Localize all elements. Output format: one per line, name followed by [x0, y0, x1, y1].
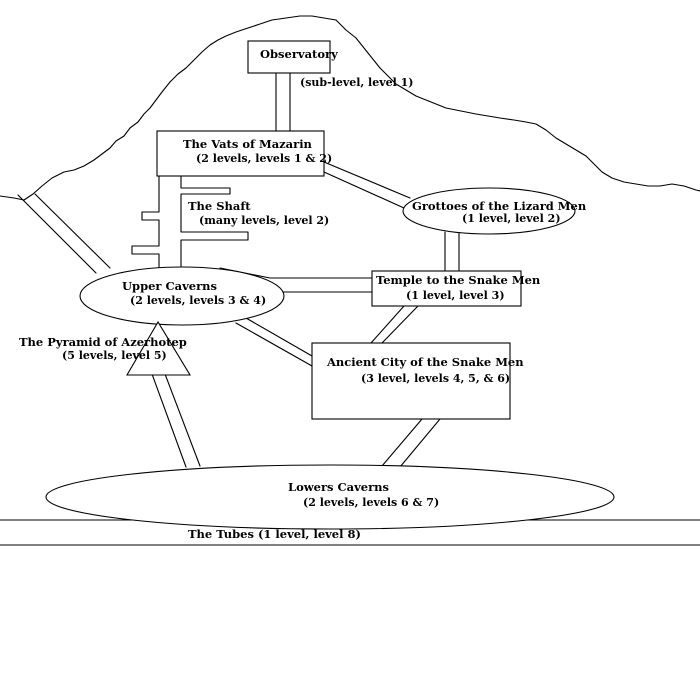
- passage-upper-city-b: [235, 322, 313, 367]
- passage-upper-city-a: [245, 317, 313, 357]
- shaft-detail: (many levels, level 2): [199, 214, 329, 227]
- shaft-outline-left: [131, 175, 160, 273]
- lower-caverns-detail: (2 levels, levels 6 & 7): [303, 496, 439, 509]
- ancient-city-title: Ancient City of the Snake Men: [326, 355, 524, 369]
- tubes-label: The Tubes (1 level, level 8): [188, 527, 361, 541]
- observatory-box: [247, 40, 331, 74]
- passage-upper-left-b: [34, 193, 111, 269]
- upper-caverns-ellipse: [79, 266, 285, 326]
- temple-detail: (1 level, level 3): [406, 289, 505, 302]
- temple-title: Temple to the Snake Men: [376, 273, 541, 287]
- pyramid-triangle: [126, 320, 191, 376]
- upper-caverns-detail: (2 levels, levels 3 & 4): [130, 294, 266, 307]
- passage-pyramid-lower-a: [151, 373, 187, 468]
- temple-box: [371, 270, 522, 307]
- vats-detail: (2 levels, levels 1 & 2): [196, 152, 332, 165]
- observatory-detail: (sub-level, level 1): [300, 76, 414, 89]
- passage-pyramid-lower-b: [164, 373, 201, 467]
- observatory-title: Observatory: [260, 47, 338, 61]
- passage-upper-left-a: [17, 194, 97, 274]
- lower-caverns-title: Lowers Caverns: [288, 480, 389, 494]
- ancient-city-box: [311, 342, 511, 420]
- mountain-outline-right: [335, 19, 700, 192]
- passage-temple-city-a: [370, 305, 405, 344]
- vats-box: [156, 130, 325, 177]
- passage-city-lower-a: [381, 418, 423, 467]
- passage-temple-city-b: [381, 305, 419, 344]
- ancient-city-detail: (3 level, levels 4, 5, & 6): [361, 372, 510, 385]
- shaft-outline-right: [180, 175, 249, 269]
- pyramid-title: The Pyramid of Azerhotep: [19, 335, 187, 349]
- upper-caverns-title: Upper Caverns: [122, 279, 217, 293]
- passage-city-lower-b: [399, 418, 441, 468]
- shaft-title: The Shaft: [188, 199, 251, 213]
- grottoes-title: Grottoes of the Lizard Men: [412, 199, 587, 213]
- passage-vats-grottoes-b: [323, 171, 405, 209]
- vats-title: The Vats of Mazarin: [183, 137, 313, 151]
- grottoes-ellipse: [402, 187, 576, 235]
- pyramid-detail: (5 levels, level 5): [62, 349, 167, 362]
- mountain-outline-left: [0, 15, 337, 201]
- passage-vats-grottoes-a: [323, 161, 411, 199]
- grottoes-detail: (1 level, level 2): [462, 212, 561, 225]
- lower-caverns-ellipse: [45, 464, 615, 530]
